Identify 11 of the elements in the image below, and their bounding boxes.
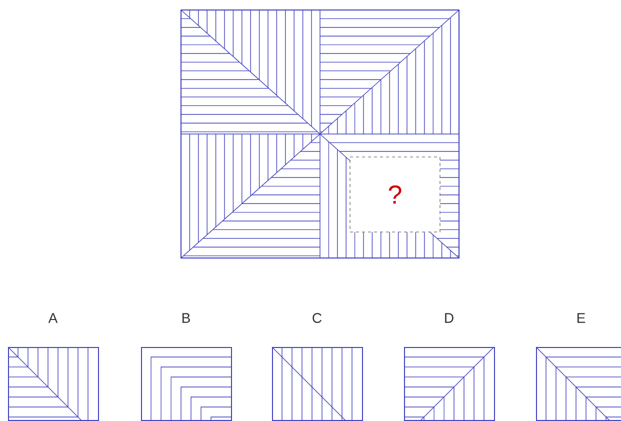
option-tile: A xyxy=(8,313,99,421)
option-tile: D xyxy=(404,313,495,421)
option-tile: B xyxy=(141,313,232,421)
node-label: B xyxy=(182,313,190,323)
option-tile: E xyxy=(536,313,621,421)
option-tile: C xyxy=(272,313,363,421)
node-label: E xyxy=(577,313,586,323)
node-label: D xyxy=(445,313,454,323)
node-label: A xyxy=(48,313,58,323)
node-label: C xyxy=(312,313,322,323)
answer-box: ? xyxy=(350,156,440,232)
